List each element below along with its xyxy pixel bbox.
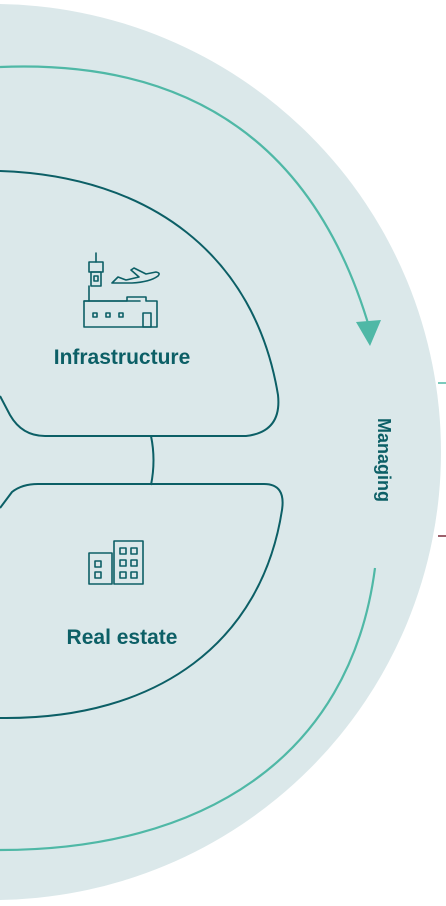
segment-infrastructure[interactable] bbox=[0, 170, 280, 437]
segment-label-infrastructure: Infrastructure bbox=[54, 346, 191, 369]
segment-label-real-estate: Real estate bbox=[67, 626, 178, 649]
airport-tower-plane-icon bbox=[83, 252, 160, 328]
outer-arc-top bbox=[0, 65, 372, 331]
outer-ring-disc bbox=[0, 4, 441, 900]
ring-label-managing: Managing bbox=[374, 418, 394, 502]
office-buildings-icon bbox=[88, 540, 144, 585]
segment-connector bbox=[150, 435, 155, 486]
arc-arrowhead-icon bbox=[356, 320, 381, 346]
outer-arc-bottom bbox=[0, 567, 377, 852]
segment-real-estate[interactable] bbox=[0, 483, 284, 720]
